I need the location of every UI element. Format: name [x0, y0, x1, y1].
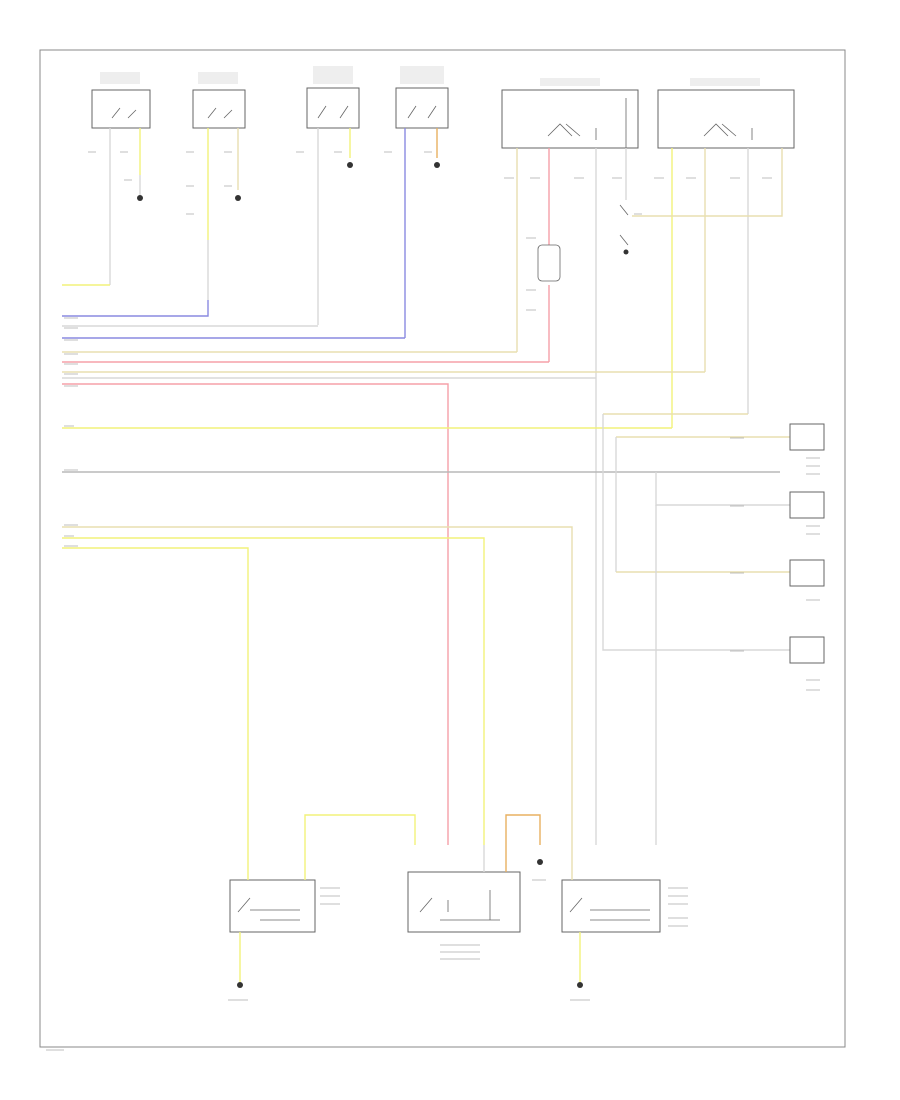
- lock-switch-left: [229, 879, 316, 933]
- sensor-4: [789, 636, 825, 664]
- lock-switch-center: [407, 871, 521, 933]
- door-switch-1: [91, 72, 151, 129]
- ground-symbol-7: [537, 859, 543, 865]
- door-switch-4: [395, 66, 449, 129]
- sensor-3: [789, 559, 825, 587]
- resistor-component: [537, 244, 561, 282]
- ground-symbol-2: [235, 195, 241, 201]
- door-switch-2: [192, 72, 246, 129]
- sensor-1: [789, 423, 825, 451]
- ground-symbol-4: [434, 162, 440, 168]
- micro-marks: [46, 151, 820, 1051]
- ground-symbol-5: [623, 249, 629, 255]
- ground-symbol-6: [237, 982, 243, 988]
- control-module-left: [501, 78, 639, 149]
- door-switch-3: [306, 66, 360, 129]
- sensor-2: [789, 491, 825, 519]
- lock-switch-right: [561, 879, 661, 933]
- ground-symbol-3: [347, 162, 353, 168]
- diagram-frame: [39, 49, 846, 1048]
- ground-symbol-1: [137, 195, 143, 201]
- control-module-right: [657, 78, 795, 149]
- ground-symbol-8: [577, 982, 583, 988]
